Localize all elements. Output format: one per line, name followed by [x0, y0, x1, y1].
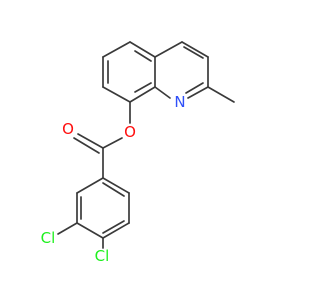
- molecule-canvas: O O N Cl Cl: [40, 41, 235, 265]
- bond: [57, 222, 78, 235]
- dichlorophenyl-ring: [57, 177, 130, 249]
- structure-diagram: O O N Cl Cl: [41, 41, 235, 265]
- bond: [102, 222, 130, 239]
- bond: [134, 50, 152, 62]
- bond: [102, 41, 131, 58]
- quinoline-ring: [102, 41, 235, 103]
- bond: [102, 220, 125, 234]
- atom-label-n: N: [174, 93, 185, 111]
- bond: [154, 41, 183, 58]
- bond: [183, 46, 204, 59]
- bond: [102, 86, 131, 103]
- bond: [187, 86, 209, 99]
- bond: [76, 177, 104, 194]
- bond: [185, 82, 204, 94]
- bond: [181, 41, 209, 58]
- bond: [77, 133, 104, 149]
- bond: [76, 222, 104, 239]
- ester-linkage: [73, 101, 131, 179]
- bond: [129, 41, 156, 58]
- bond: [154, 86, 171, 99]
- bond: [134, 82, 152, 93]
- bond: [73, 137, 100, 154]
- bond: [102, 177, 130, 194]
- atom-label-cl-3: Cl: [41, 229, 56, 247]
- bond: [129, 86, 156, 103]
- atom-label-o-ester: O: [124, 123, 136, 141]
- bond: [102, 137, 123, 149]
- bond: [102, 182, 125, 197]
- atom-label-cl-4: Cl: [95, 247, 110, 265]
- atom-label-o-carbonyl: O: [62, 120, 74, 138]
- methyl-bond: [207, 86, 235, 103]
